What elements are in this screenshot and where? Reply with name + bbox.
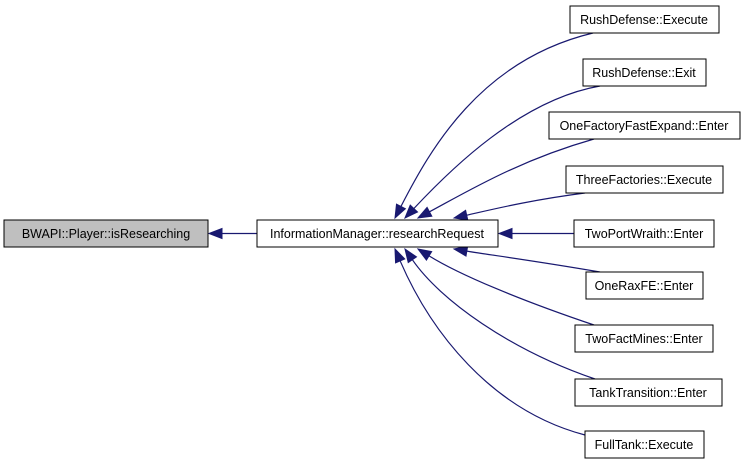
node-caller-3[interactable]: ThreeFactories::Execute — [565, 165, 724, 194]
node-caller-8-box[interactable] — [584, 430, 705, 459]
edge-caller-3-hub-arrowhead — [452, 209, 469, 221]
edge-caller-0-hub — [400, 32, 594, 207]
node-caller-0-box[interactable] — [569, 5, 720, 34]
node-caller-5-box[interactable] — [585, 271, 704, 300]
node-caller-8[interactable]: FullTank::Execute — [584, 430, 705, 459]
node-caller-2-box[interactable] — [548, 111, 741, 140]
node-caller-3-label: ThreeFactories::Execute — [576, 173, 712, 187]
edge-caller-3-hub — [466, 192, 586, 216]
node-caller-2[interactable]: OneFactoryFastExpand::Enter — [548, 111, 741, 140]
node-caller-2-label: OneFactoryFastExpand::Enter — [560, 119, 729, 133]
node-caller-7-box[interactable] — [574, 378, 723, 407]
edge-caller-0-hub-arrowhead — [394, 203, 407, 220]
node-caller-1[interactable]: RushDefense::Exit — [582, 58, 707, 87]
node-caller-4-box[interactable] — [573, 219, 715, 248]
node-caller-0-label: RushDefense::Execute — [580, 13, 708, 27]
node-caller-8-label: FullTank::Execute — [595, 438, 694, 452]
edge-caller-4-hub-arrowhead — [497, 227, 513, 240]
node-caller-6[interactable]: TwoFactMines::Enter — [574, 324, 714, 353]
node-caller-1-label: RushDefense::Exit — [592, 66, 696, 80]
node-caller-4[interactable]: TwoPortWraith::Enter — [573, 219, 715, 248]
node-root[interactable]: BWAPI::Player::isResearching — [3, 219, 209, 248]
edge-caller-5-hub — [466, 250, 601, 273]
edge-caller-2-hub — [429, 138, 595, 213]
node-caller-5[interactable]: OneRaxFE::Enter — [585, 271, 704, 300]
edge-caller-8-hub-arrowhead — [394, 247, 406, 264]
node-hub[interactable]: InformationManager::researchRequest — [256, 219, 499, 248]
edges-layer — [207, 32, 601, 436]
edge-caller-5-hub-arrowhead — [452, 245, 469, 257]
edge-caller-8-hub — [399, 260, 586, 436]
node-caller-7[interactable]: TankTransition::Enter — [574, 378, 723, 407]
node-caller-7-label: TankTransition::Enter — [589, 386, 707, 400]
nodes-layer: BWAPI::Player::isResearching Information… — [3, 5, 741, 459]
node-root-box[interactable] — [3, 219, 209, 248]
node-caller-0[interactable]: RushDefense::Execute — [569, 5, 720, 34]
node-caller-3-box[interactable] — [565, 165, 724, 194]
edge-caller-1-hub — [413, 85, 601, 209]
node-hub-box[interactable] — [256, 219, 499, 248]
node-caller-4-label: TwoPortWraith::Enter — [585, 227, 704, 241]
edge-caller-6-hub — [428, 255, 595, 326]
edge-caller-6-hub-arrowhead — [416, 248, 433, 261]
edge-caller-7-hub — [411, 259, 596, 380]
node-caller-6-box[interactable] — [574, 324, 714, 353]
edge-caller-2-hub-arrowhead — [416, 206, 433, 219]
node-root-label: BWAPI::Player::isResearching — [22, 227, 190, 241]
edge-hub-root-arrowhead — [207, 227, 223, 240]
node-caller-1-box[interactable] — [582, 58, 707, 87]
edge-caller-7-hub-arrowhead — [404, 247, 418, 264]
node-caller-5-label: OneRaxFE::Enter — [595, 279, 694, 293]
node-hub-label: InformationManager::researchRequest — [270, 227, 485, 241]
node-caller-6-label: TwoFactMines::Enter — [585, 332, 702, 346]
